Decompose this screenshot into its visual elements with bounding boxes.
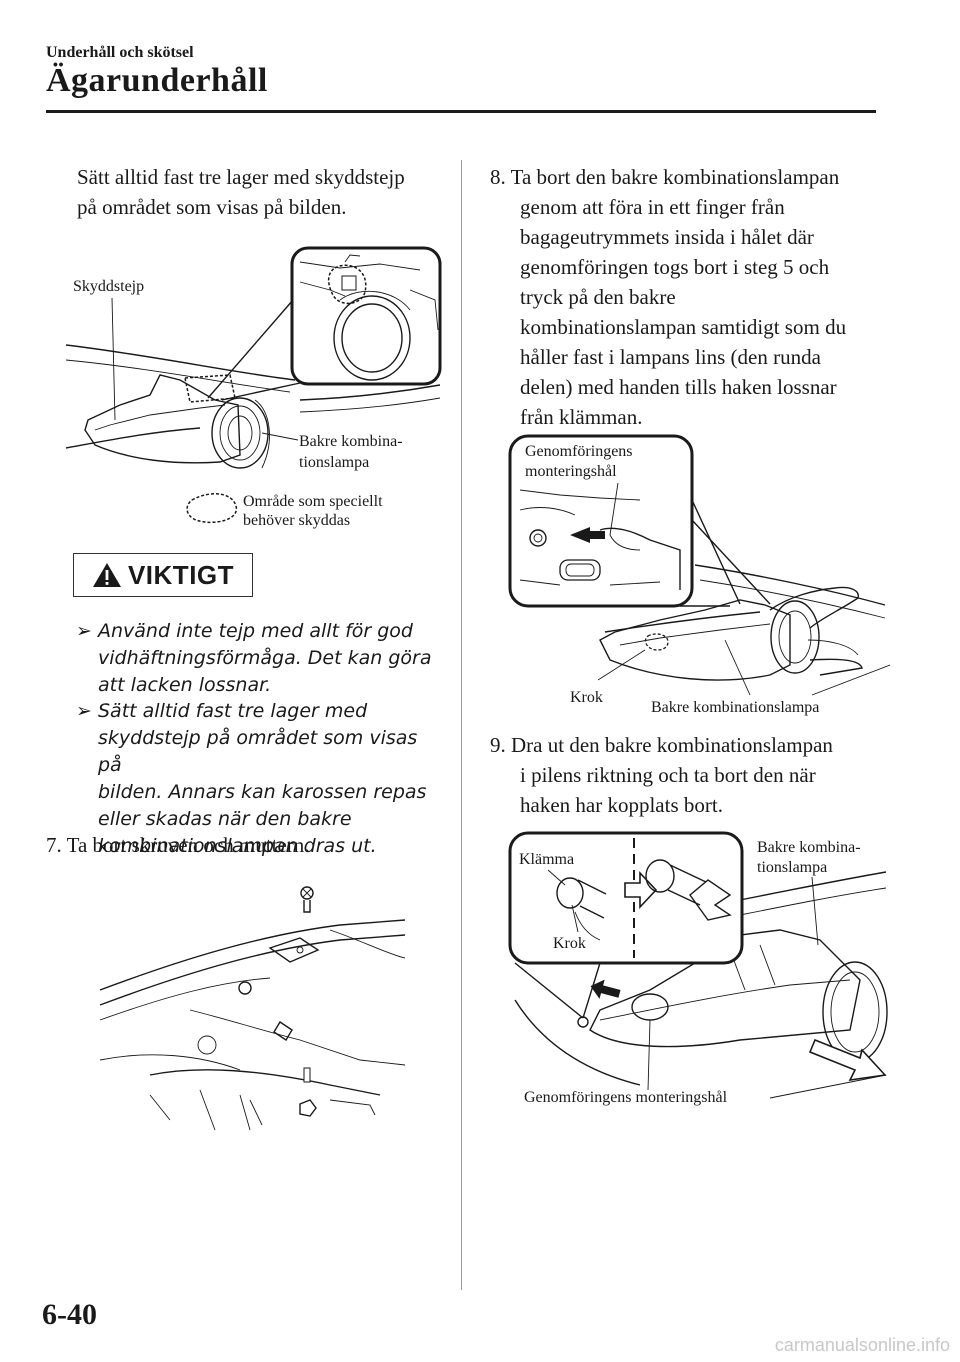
title-rule: [46, 110, 876, 113]
watermark: carmanualsonline.info: [774, 1335, 950, 1355]
step-8-line-9: från klämman.: [520, 405, 643, 429]
intro-text-line-2: på området som visas på bilden.: [77, 195, 347, 219]
label-hook: Krok: [570, 689, 603, 706]
step-8-line-2: genom att föra in ett finger från: [520, 195, 785, 219]
bullet-arrow-icon: ➢: [76, 620, 92, 642]
step-8-line-6: kombinationslampan samtidigt som du: [520, 315, 847, 339]
step-7: 7. Ta bort skruven och muttern.: [46, 833, 310, 857]
step-8-line-3: bagageutrymmets insida i hålet där: [520, 225, 814, 249]
step-9-line-2: i pilens riktning och ta bort den när: [520, 763, 816, 787]
label-rear-lamp-line-1: Bakre kombina-: [299, 433, 403, 450]
column-divider: [461, 160, 462, 1290]
label-grommet-hole-line-1: Genomföringens: [525, 443, 633, 460]
warning-title: VIKTIGT: [127, 559, 235, 590]
label-protect-area-line-1: Område som speciellt: [243, 493, 383, 510]
step-8-line-8: delen) med handen tills haken lossnar: [520, 375, 837, 399]
label-protective-tape: Skyddstejp: [73, 278, 145, 295]
label-rear-lamp-line-2: tionslampa: [299, 454, 370, 471]
warning-triangle-icon: [92, 563, 121, 587]
label-grommet-hole-2: Genomföringens monteringshål: [524, 1089, 728, 1106]
step-8-line-1: 8. Ta bort den bakre kombinationslampan: [490, 165, 840, 189]
step-8-line-7: håller fast i lampans lins (den runda: [520, 345, 821, 369]
page-number: 6-40: [42, 1298, 97, 1331]
warning-bullet-2: ➢ Sätt alltid fast tre lager med skyddst…: [76, 700, 427, 857]
bullet-arrow-icon: ➢: [76, 700, 92, 722]
step-9-line-3: haken har kopplats bort.: [520, 793, 723, 817]
page-title: Ägarunderhåll: [46, 62, 268, 99]
label-rear-combination-lamp: Bakre kombinationslampa: [651, 699, 820, 716]
step-8-line-4: genomföringen togs bort i steg 5 och: [520, 255, 830, 279]
label-rear-lamp-2-line-1: Bakre kombina-: [757, 839, 861, 856]
warning-box: VIKTIGT: [73, 553, 253, 597]
step-9-line-1: 9. Dra ut den bakre kombinationslampan: [490, 733, 833, 757]
intro-text-line-1: Sätt alltid fast tre lager med skyddstej…: [77, 165, 405, 189]
label-rear-lamp-2-line-2: tionslampa: [757, 859, 828, 876]
warning-bullet-1: ➢ Använd inte tejp med allt för god vidh…: [76, 620, 432, 696]
step-8-line-5: tryck på den bakre: [520, 285, 676, 309]
label-grommet-hole-line-2: monteringshål: [525, 463, 617, 480]
label-clip: Klämma: [519, 851, 575, 868]
label-protect-area-line-2: behöver skyddas: [243, 512, 351, 529]
section-label: Underhåll och skötsel: [46, 44, 194, 61]
label-hook-2: Krok: [553, 935, 586, 952]
